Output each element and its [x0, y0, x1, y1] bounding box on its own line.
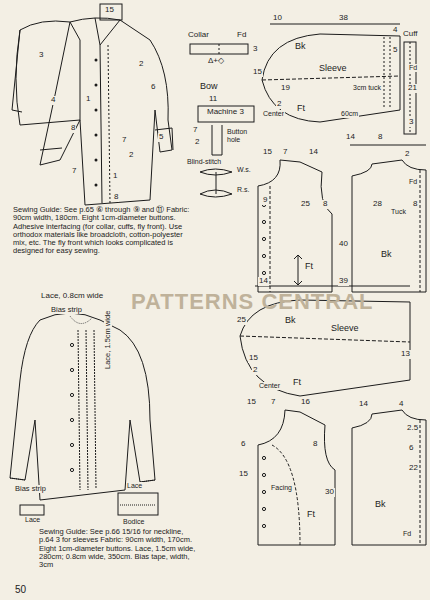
pattern-label: Center	[262, 110, 285, 118]
pattern-label: Ft	[292, 378, 302, 388]
pattern-label: 4	[392, 26, 398, 35]
pattern-label: 3	[252, 45, 258, 54]
pattern-label: 11	[208, 95, 218, 104]
pattern-label: 16	[300, 398, 311, 407]
pattern-label: 8	[70, 124, 76, 133]
pattern-label: 30	[324, 488, 335, 497]
pattern-label: Fd	[402, 530, 412, 538]
pattern-label: Bk	[380, 250, 393, 260]
pattern-label: Blind-stitch	[186, 158, 222, 166]
sewing-note: Sewing Guide: See p.66 15/16 for necklin…	[38, 528, 198, 569]
pattern-label: Lace, 1.5cm wide	[104, 310, 112, 370]
pattern-label: 39	[338, 277, 349, 286]
pattern-label: Bk	[374, 500, 387, 510]
sewing-note: Button hole	[226, 128, 262, 143]
pattern-label: 2	[128, 151, 134, 160]
pattern-label: 2	[276, 100, 282, 109]
pattern-label: 8	[113, 193, 119, 202]
pattern-label: 7	[71, 167, 77, 176]
pattern-label: Bk	[294, 42, 307, 52]
pattern-label: 6	[150, 83, 156, 92]
pattern-label: Lace	[24, 516, 41, 524]
pattern-label: 5	[158, 133, 164, 142]
pattern-label: 5	[392, 46, 398, 55]
pattern-label: Ft	[306, 510, 316, 520]
sewing-note: Sewing Guide: See p.65 ⑥ through ⑨ and ⑪…	[12, 206, 192, 256]
pattern-label: 14	[308, 148, 319, 157]
pattern-label: 15	[238, 470, 249, 479]
pattern-label: Δ+◇	[207, 57, 225, 66]
pattern-label: 25	[236, 316, 247, 325]
pattern-label: Sleeve	[330, 324, 360, 334]
pattern-label: 8	[312, 440, 318, 449]
sewing-note: 3cm tuck	[352, 84, 382, 92]
pattern-label: 21	[407, 84, 418, 93]
pattern-label: 10	[272, 14, 283, 23]
watermark: PATTERNS CENTRAL	[130, 290, 375, 314]
pattern-label: Machine 3	[206, 108, 245, 117]
pattern-label: 13	[400, 350, 411, 359]
pattern-label: 2.5	[406, 424, 419, 433]
pattern-label: 15	[104, 6, 115, 15]
pattern-label: 6	[408, 444, 414, 453]
pattern-label: 8	[322, 200, 328, 209]
pattern-label: Bias strip	[14, 485, 47, 493]
pattern-label: 7	[270, 398, 276, 407]
pattern-label: 8	[412, 200, 418, 209]
pattern-label: Fd	[408, 178, 418, 186]
pattern-label: 6	[240, 440, 246, 449]
pattern-label: 14	[258, 277, 269, 286]
pattern-label: 2	[252, 366, 258, 375]
pattern-label: Cuff	[402, 30, 419, 39]
pattern-label: 15	[246, 398, 257, 407]
pattern-label: 8	[377, 133, 383, 142]
pattern-label: 15	[248, 354, 259, 363]
pattern-label: 22	[408, 464, 419, 473]
pattern-label: 1	[85, 95, 91, 104]
pattern-label: 15	[262, 148, 273, 157]
pattern-label: 50	[14, 584, 27, 595]
pattern-label: Facing	[270, 484, 293, 492]
pattern-label: 14	[345, 133, 356, 142]
pattern-label: Bow	[199, 82, 219, 92]
pattern-label: Center	[258, 382, 281, 390]
pattern-label: 4	[50, 96, 56, 105]
pattern-label: 9	[262, 196, 268, 205]
pattern-label: 7	[121, 136, 127, 145]
pattern-label: W.s.	[236, 166, 252, 174]
pattern-label: 2	[404, 150, 410, 159]
pattern-label: Lace	[126, 482, 143, 490]
pattern-label: 25	[300, 200, 311, 209]
pattern-label: Fd	[408, 64, 418, 72]
pattern-label: 1	[112, 172, 118, 181]
pattern-label: 14	[358, 400, 369, 409]
pattern-label: Lace, 0.8cm wide	[40, 292, 104, 301]
pattern-label: 4	[398, 400, 404, 409]
pattern-label: Sleeve	[318, 64, 348, 74]
pattern-label: Fd	[236, 31, 247, 40]
pattern-label: Ft	[296, 104, 306, 114]
pattern-label: Bk	[284, 316, 297, 326]
pattern-label: 2	[138, 60, 144, 69]
pattern-label: 38	[338, 14, 349, 23]
pattern-label: 28	[372, 200, 383, 209]
pattern-label: Collar	[187, 31, 210, 40]
pattern-label: Ft	[304, 262, 314, 272]
pattern-label: R.s.	[236, 186, 250, 194]
pattern-label: Tuck	[390, 208, 407, 216]
pattern-label: 40	[338, 240, 349, 249]
pattern-label: Bodice	[122, 518, 145, 526]
pattern-label: 2	[194, 138, 200, 147]
pattern-label: 19	[280, 84, 291, 93]
pattern-label: 3	[38, 51, 44, 60]
pattern-label: Bias strip	[50, 306, 83, 314]
pattern-label: 60cm	[340, 110, 359, 118]
pattern-label: 15	[252, 68, 263, 77]
pattern-label: 7	[282, 148, 288, 157]
pattern-label: 7	[192, 126, 198, 135]
pattern-label: 3	[408, 118, 414, 127]
